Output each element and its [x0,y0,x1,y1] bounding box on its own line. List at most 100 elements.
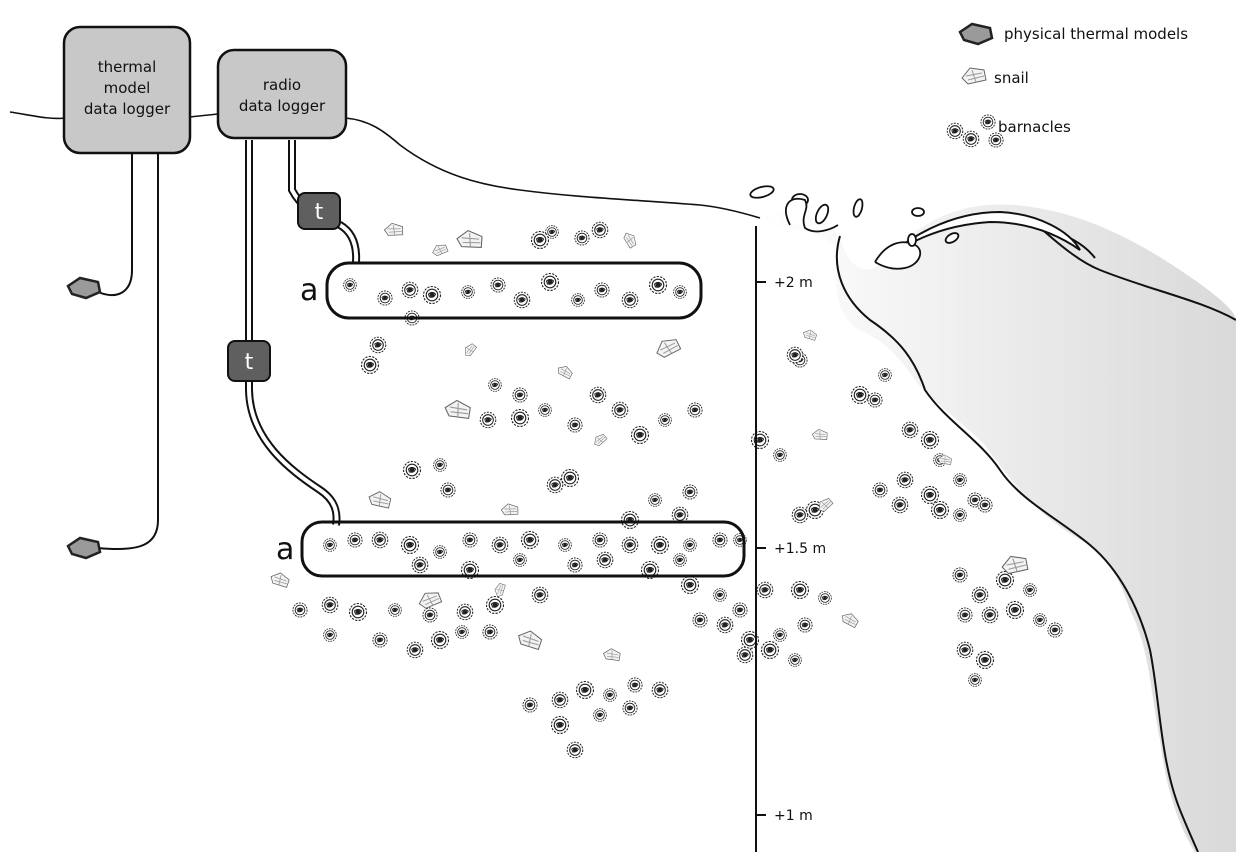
thermal-model-icon [66,536,102,560]
transect-label: a [300,273,318,308]
barnacle-icon [406,641,424,659]
thermal-logger-line3: data logger [84,100,171,118]
thermal-logger-line1: thermal [98,58,157,76]
barnacle-icon [716,616,734,634]
barnacle-icon [388,603,402,617]
barnacle-icon [622,700,638,716]
barnacle-icon [818,591,832,605]
barnacle-icon [773,448,787,462]
barnacle-icon [531,586,549,604]
barnacle-icon [790,580,810,600]
legend: physical thermal models snail barnacles [946,22,1188,148]
barnacle-icon [372,632,388,648]
snail-icon [268,569,292,591]
barnacle-icon [491,536,509,554]
barnacle-icon [671,506,689,524]
snail-icon [417,590,443,610]
snail-icon [500,502,520,518]
barnacle-icon [878,368,892,382]
barnacle-icon [650,535,670,555]
barnacle-icon [512,387,528,403]
barnacle-icon [594,282,610,298]
barnacle-icon [872,482,888,498]
barnacle-icon [956,641,974,659]
barnacle-icon [440,482,456,498]
barnacle-icon [773,628,787,642]
barnacle-icon [1033,613,1047,627]
barnacle-icon [343,278,357,292]
barnacle-icon [490,277,506,293]
snail-icon [601,646,623,664]
barnacle-icon [1047,622,1063,638]
legend-barnacles: barnacles [998,118,1071,136]
barnacle-icon [400,535,420,555]
barnacle-icon [896,471,914,489]
snail-icon [515,626,545,654]
barnacle-icon [621,291,639,309]
barnacle-icon [850,385,870,405]
thermal-model-icon [66,276,102,300]
barnacle-icon [546,476,564,494]
snail-icon [801,327,819,343]
barnacle-icon [611,401,629,419]
barnacle-icon [648,493,662,507]
barnacle-icon [620,510,640,530]
barnacle-icon [323,628,337,642]
barnacle-icon [558,538,572,552]
snail-legend-icon [961,67,987,85]
snail-icon [431,243,449,257]
barnacle-icon [760,640,780,660]
barnacle-icon [971,586,989,604]
barnacle-icon [603,688,617,702]
barnacle-icon [756,581,774,599]
barnacle-icon [538,403,552,417]
barnacle-icon [369,336,387,354]
barnacle-icon [530,230,550,250]
barnacle-icon [522,697,538,713]
transect-label: a [276,532,294,567]
barnacle-icon [488,378,502,392]
barnacle-icon [920,485,940,505]
legend-snail: snail [994,69,1029,87]
barnacle-icon [348,602,368,622]
barnacle-icon [732,602,748,618]
barnacle-icon [977,497,993,513]
barnacle-icon [750,430,770,450]
barnacle-icon [713,588,727,602]
snail-icon [454,227,486,253]
barnacle-icon [402,460,422,480]
barnacle-icon [901,421,919,439]
barnacle-icon [292,602,308,618]
barnacle-icon [411,556,429,574]
barnacle-icon [540,272,560,292]
barnacle-icon [952,567,968,583]
barnacle-icon [975,650,995,670]
barnacle-icon [347,532,363,548]
barnacle-icon [513,553,527,567]
snail-icon [442,397,474,423]
barnacle-icon [736,646,754,664]
thermal-model-legend-icon [958,22,994,46]
barnacle-icon [593,708,607,722]
barnacle-icon [371,531,389,549]
barnacle-icon [589,386,607,404]
barnacle-icon [433,545,447,559]
barnacle-icon [683,538,697,552]
barnacle-icon [995,570,1015,590]
barnacle-icon [510,408,530,428]
snail-icon [1001,555,1029,575]
radio-logger-line1: radio [263,76,301,94]
barnacle-icon [455,625,469,639]
barnacle-icon [567,557,583,573]
barnacle-icon [712,532,728,548]
barnacle-icon [567,417,583,433]
barnacle-icon [687,402,703,418]
barnacle-icon [360,355,380,375]
barnacle-icon [797,617,813,633]
barnacle-icon [786,346,804,364]
scale-label-1-5m: +1.5 m [774,541,826,557]
barnacle-icon [575,680,595,700]
barnacle-icon [891,496,909,514]
barnacle-icon [430,630,450,650]
